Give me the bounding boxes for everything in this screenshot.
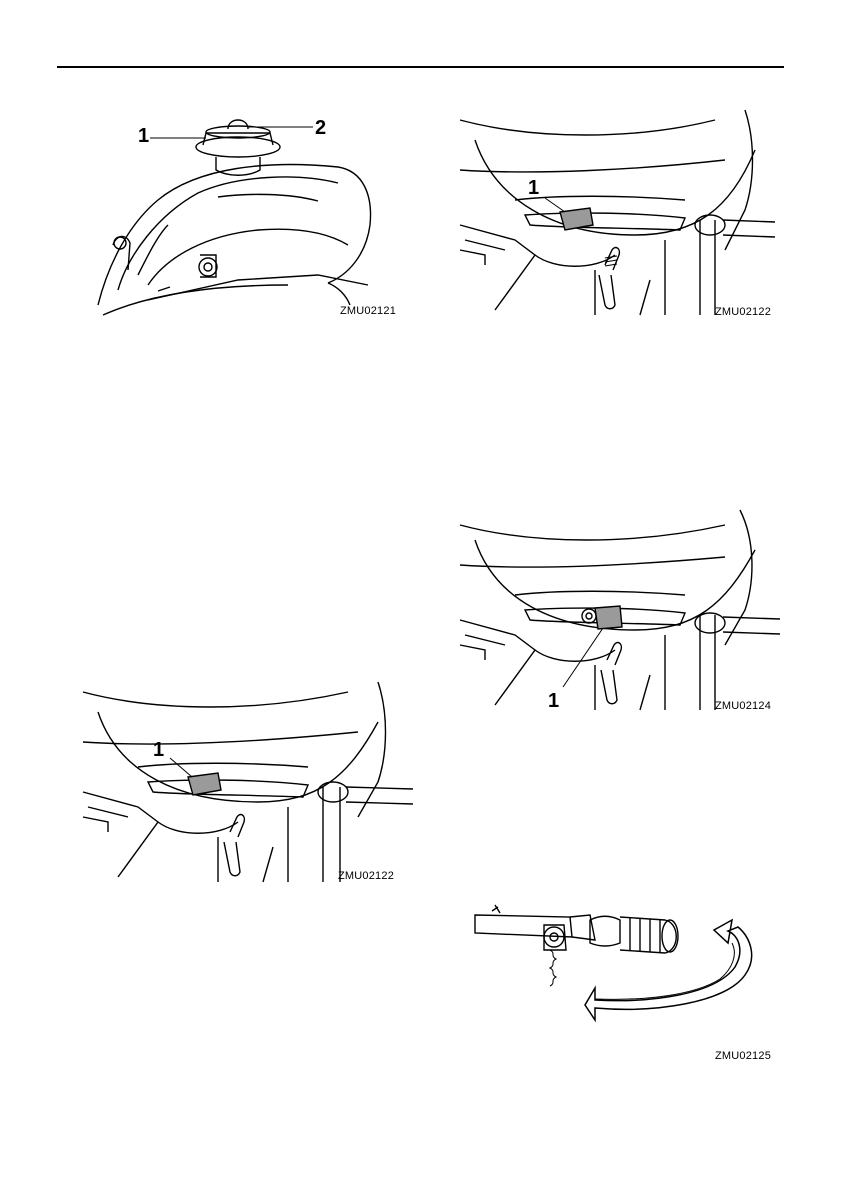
- figure-fuel-cock-open: 1 ZMU02124: [455, 495, 785, 720]
- callout-2: 2: [315, 117, 326, 140]
- callout-1: 1: [548, 690, 559, 713]
- fuel-cock-illustration: [78, 662, 418, 887]
- header-rule: [57, 66, 784, 68]
- figure-code: ZMU02122: [338, 870, 394, 882]
- figure-fuel-tank-cap: 1 2 ZMU02121: [88, 105, 418, 325]
- figure-throttle-grip: ZMU02125: [470, 895, 785, 1070]
- throttle-grip-illustration: [470, 895, 785, 1070]
- figure-fuel-cock-lower: 1 ZMU02122: [78, 662, 418, 887]
- fuel-cock-illustration: [455, 495, 785, 720]
- figure-code: ZMU02121: [340, 305, 396, 317]
- figure-code: ZMU02124: [715, 700, 771, 712]
- callout-1: 1: [528, 177, 539, 200]
- fuel-cock-illustration: [455, 100, 785, 325]
- figure-code: ZMU02125: [715, 1050, 771, 1062]
- callout-1: 1: [138, 125, 149, 148]
- callout-1: 1: [153, 739, 164, 762]
- figure-code: ZMU02122: [715, 306, 771, 318]
- figure-fuel-cock-upper: 1 ZMU02122: [455, 100, 785, 325]
